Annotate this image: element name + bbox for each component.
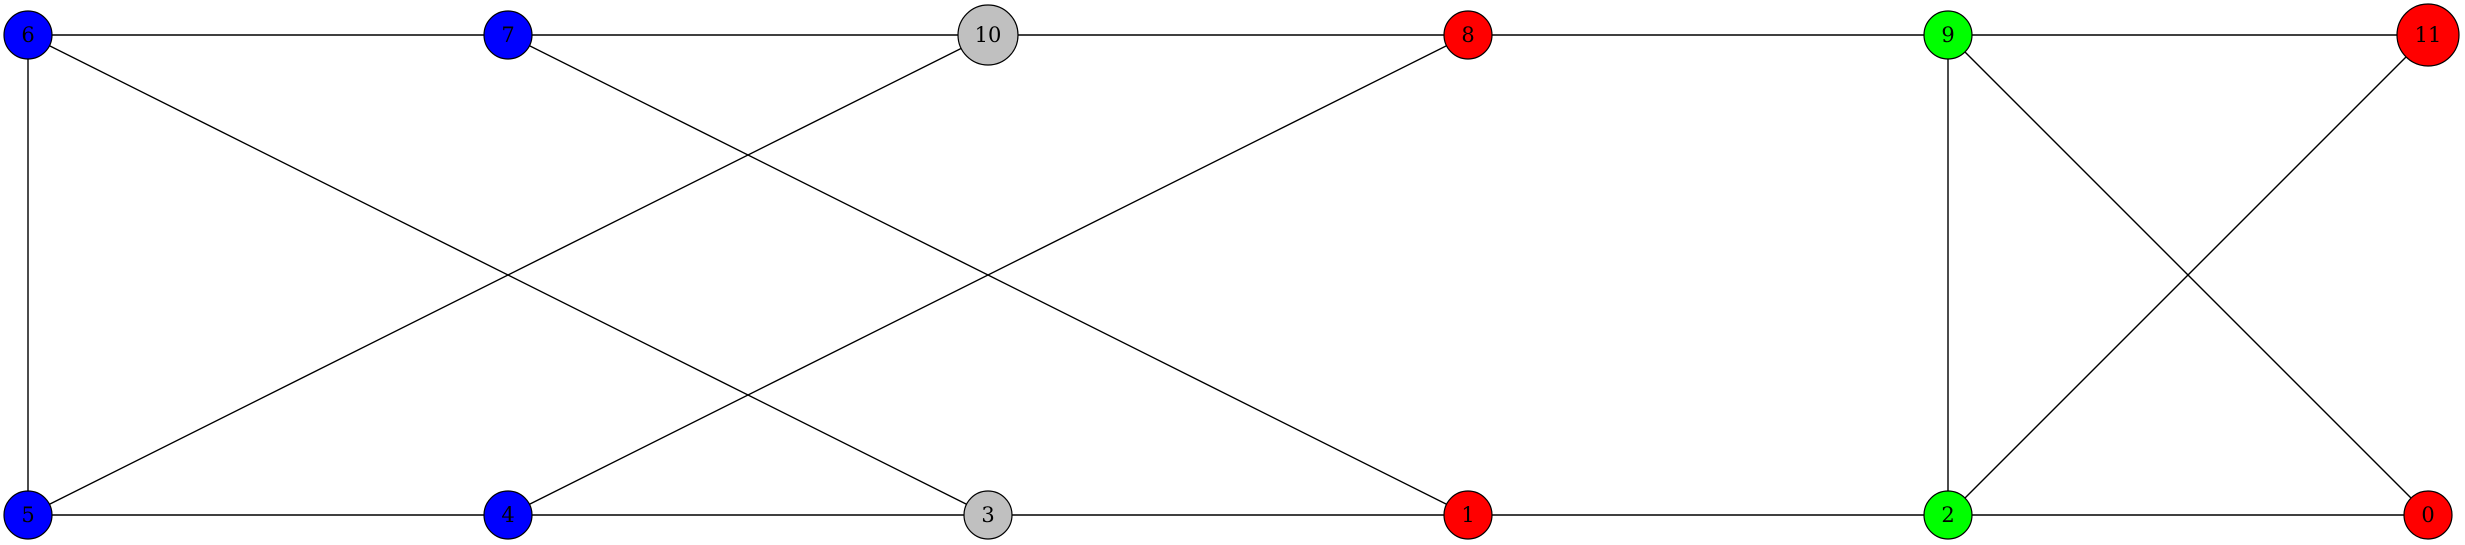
node-label: 7 [501, 23, 514, 47]
node-label: 0 [2421, 503, 2434, 527]
node-label: 4 [501, 503, 514, 527]
edge-11-2 [1947, 34, 2429, 516]
node-label: 9 [1941, 23, 1954, 47]
node-label: 11 [2415, 23, 2442, 47]
node-circle [3, 10, 53, 60]
node-6: 6 [3, 10, 53, 60]
node-circle [1443, 10, 1493, 60]
edges-layer [27, 34, 2429, 516]
node-circle [2396, 3, 2460, 67]
node-11: 11 [2396, 3, 2460, 67]
node-2: 2 [1923, 490, 1973, 540]
node-10: 10 [957, 4, 1019, 66]
node-5: 5 [3, 490, 53, 540]
edge-8-4 [507, 34, 1469, 516]
node-circle [3, 490, 53, 540]
node-circle [1923, 490, 1973, 540]
node-8: 8 [1443, 10, 1493, 60]
node-9: 9 [1923, 10, 1973, 60]
nodes-layer: 0 1 2 3 4 5 6 7 8 9 10 11 [3, 3, 2460, 540]
node-label: 6 [21, 23, 34, 47]
node-circle [1443, 490, 1493, 540]
node-label: 3 [981, 503, 994, 527]
node-circle [957, 4, 1019, 66]
node-1: 1 [1443, 490, 1493, 540]
node-0: 0 [2403, 490, 2453, 540]
node-circle [963, 490, 1013, 540]
node-3: 3 [963, 490, 1013, 540]
node-7: 7 [483, 10, 533, 60]
node-label: 10 [975, 23, 1002, 47]
node-4: 4 [483, 490, 533, 540]
node-circle [483, 10, 533, 60]
node-circle [1923, 10, 1973, 60]
node-circle [483, 490, 533, 540]
edge-10-5 [27, 34, 989, 516]
node-label: 8 [1461, 23, 1474, 47]
node-label: 2 [1941, 503, 1954, 527]
node-circle [2403, 490, 2453, 540]
node-label: 5 [21, 503, 34, 527]
node-label: 1 [1461, 503, 1474, 527]
